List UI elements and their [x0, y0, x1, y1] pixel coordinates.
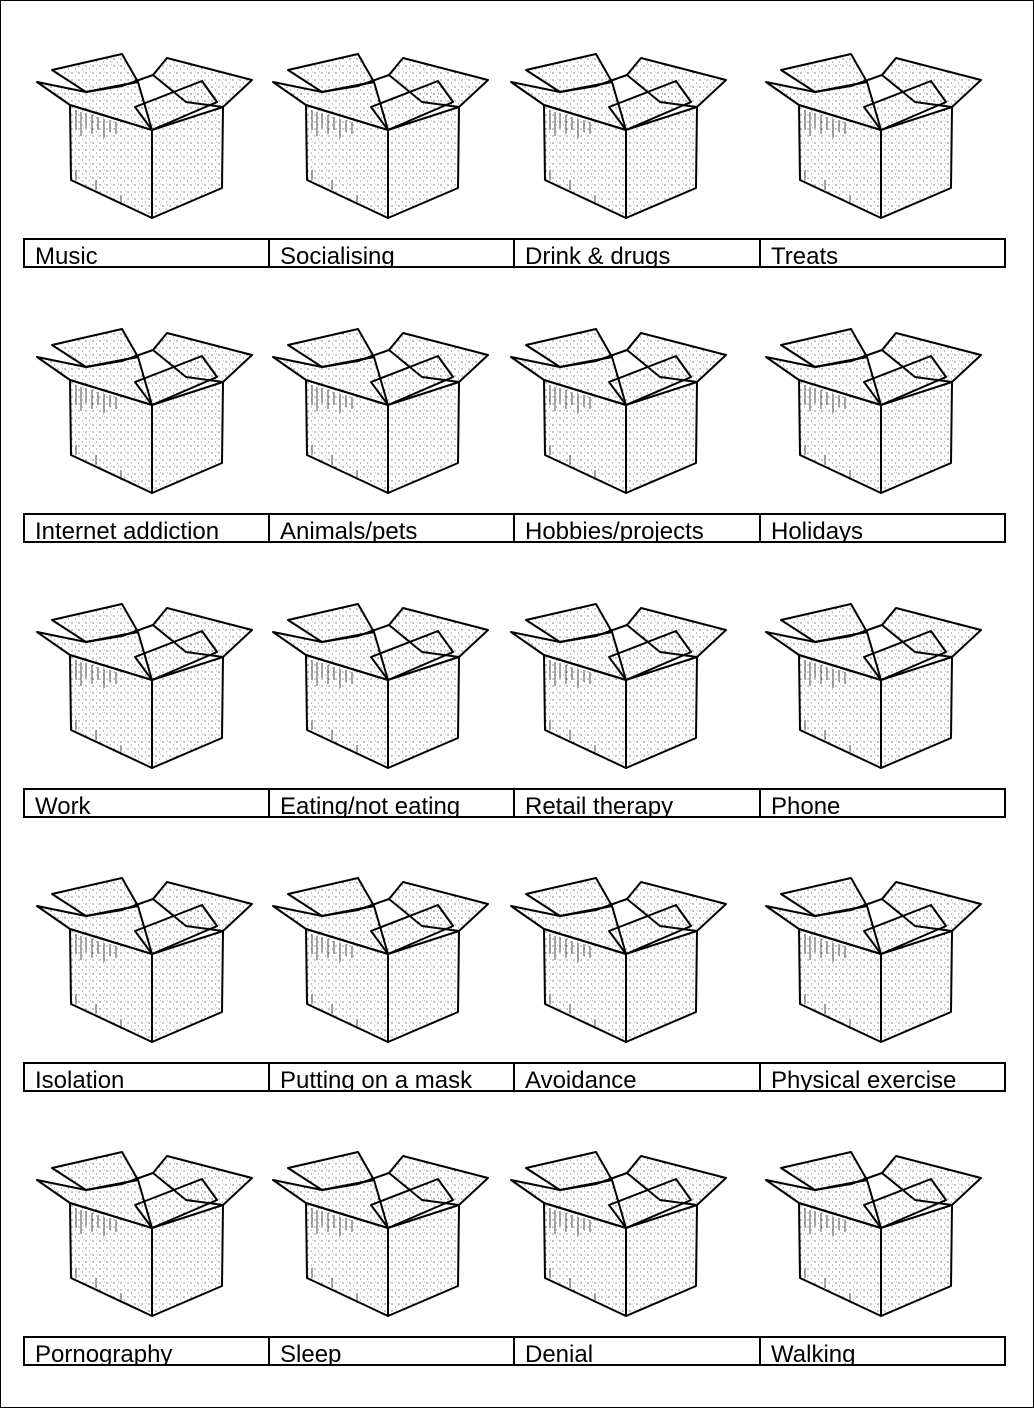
- open-cardboard-box-icon: [765, 325, 990, 500]
- open-cardboard-box-icon: [36, 874, 261, 1049]
- open-cardboard-box-icon: [272, 600, 497, 775]
- box-label: Retail therapy: [515, 790, 761, 816]
- box-label: Drink & drugs: [515, 240, 761, 266]
- box-label: Sleep: [270, 1338, 515, 1364]
- box-label: Animals/pets: [270, 515, 515, 541]
- open-cardboard-box-icon: [510, 1148, 735, 1323]
- open-cardboard-box-icon: [36, 325, 261, 500]
- box-label: Hobbies/projects: [515, 515, 761, 541]
- box-label: Work: [25, 790, 270, 816]
- open-cardboard-box-icon: [272, 874, 497, 1049]
- open-cardboard-box-icon: [272, 50, 497, 225]
- open-cardboard-box-icon: [36, 50, 261, 225]
- open-cardboard-box-icon: [765, 874, 990, 1049]
- open-cardboard-box-icon: [272, 1148, 497, 1323]
- box-label: Avoidance: [515, 1064, 761, 1090]
- box-label: Treats: [771, 243, 839, 266]
- open-cardboard-box-icon: [36, 600, 261, 775]
- open-cardboard-box-icon: [765, 600, 990, 775]
- box-label: Putting on a mask: [270, 1064, 515, 1090]
- box-label: Socialising: [270, 240, 515, 266]
- open-cardboard-box-icon: [510, 874, 735, 1049]
- box-label: Pornography: [25, 1338, 270, 1364]
- open-cardboard-box-icon: [510, 600, 735, 775]
- box-label: Isolation: [25, 1064, 270, 1090]
- open-cardboard-box-icon: [765, 50, 990, 225]
- open-cardboard-box-icon: [510, 50, 735, 225]
- open-cardboard-box-icon: [36, 1148, 261, 1323]
- box-label: Physical exercise: [771, 1067, 957, 1090]
- box-label: Phone: [771, 793, 841, 816]
- open-cardboard-box-icon: [510, 325, 735, 500]
- box-label: Music: [25, 240, 270, 266]
- box-label: Holidays: [771, 518, 864, 541]
- box-label: Walking: [771, 1341, 856, 1364]
- box-label: Denial: [515, 1338, 761, 1364]
- open-cardboard-box-icon: [765, 1148, 990, 1323]
- open-cardboard-box-icon: [272, 325, 497, 500]
- box-label: Internet addiction: [25, 515, 270, 541]
- box-label: Eating/not eating: [270, 790, 515, 816]
